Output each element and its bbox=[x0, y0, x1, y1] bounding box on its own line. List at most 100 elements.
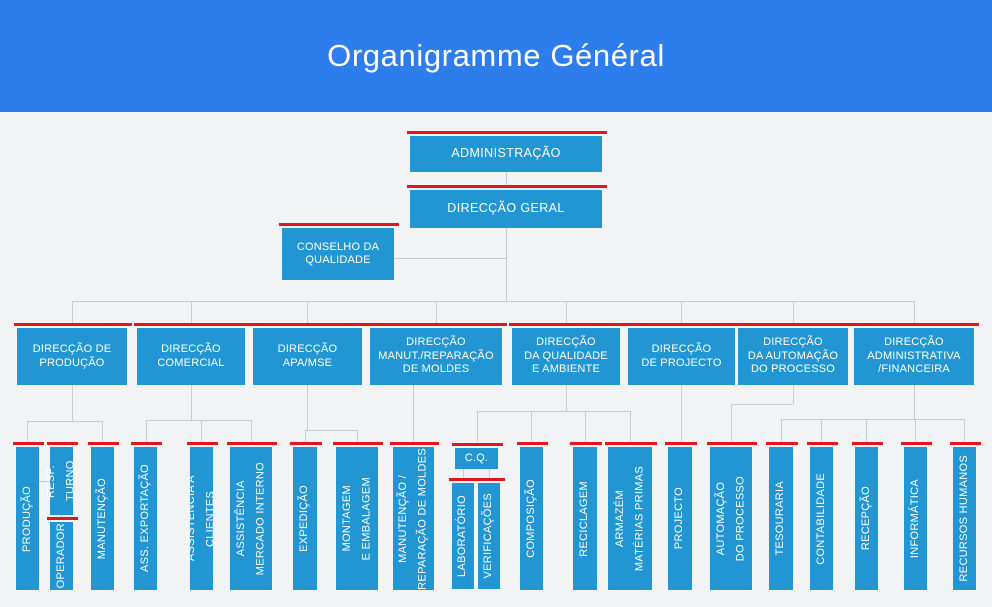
connector-geral-trunk bbox=[506, 228, 507, 301]
node-contabilidade: CONTABILIDADE bbox=[807, 442, 838, 590]
connector-g7-hline bbox=[731, 404, 793, 405]
node-manutencao-reparacao-label: MANUTENÇÃO / REPARAÇÃO DE MOLDES bbox=[397, 447, 429, 590]
connector-stub bbox=[531, 411, 532, 442]
connector-stub bbox=[251, 420, 252, 442]
connector-stub bbox=[914, 385, 915, 419]
connector-g3-hline bbox=[305, 430, 357, 431]
node-manutencao: MANUTENÇÃO bbox=[88, 442, 119, 590]
node-expedicao-label: EXPEDIÇÃO bbox=[298, 485, 311, 552]
connector-stub bbox=[793, 301, 794, 323]
connector-stub bbox=[681, 385, 682, 442]
node-dir-administrativa-financeira: DIRECÇÃO ADMINISTRATIVA /FINANCEIRA bbox=[851, 323, 979, 385]
node-resp-turno: RESP. TURNO bbox=[45, 442, 78, 515]
connector-stub bbox=[566, 385, 567, 411]
node-producao-label: PRODUÇÃO bbox=[20, 485, 33, 552]
node-assistencia-mercado-label: ASSISTÊNCIA MERCADO INTERNO bbox=[234, 461, 267, 576]
connector-stub bbox=[566, 301, 567, 323]
node-informatica-label: INFORMÁTICA bbox=[908, 478, 921, 559]
connector-stub bbox=[964, 419, 965, 442]
connector-stub bbox=[630, 411, 631, 442]
connector-stub bbox=[201, 420, 202, 442]
node-assistencia-mercado: ASSISTÊNCIA MERCADO INTERNO bbox=[227, 442, 277, 590]
node-reciclagem-label: RECICLAGEM bbox=[578, 480, 591, 557]
node-assistencia-clientes: ASSISTÊNCIA A CLIENTES bbox=[185, 442, 218, 590]
node-conselho-qualidade: CONSELHO DA QUALIDADE bbox=[279, 223, 399, 280]
node-composicao-label: COMPOSIÇÃO bbox=[524, 479, 537, 558]
node-tesouraria-label: TESOURARIA bbox=[774, 481, 787, 556]
connector-stub bbox=[307, 385, 308, 430]
connector-stub bbox=[489, 469, 490, 478]
node-dir-producao: DIRECÇÃO DE PRODUÇÃO bbox=[14, 323, 132, 385]
node-recepcao-label: RECEPÇÃO bbox=[859, 486, 872, 551]
node-dir-comercial: DIRECÇÃO COMERCIAL bbox=[134, 323, 250, 385]
connector-stub bbox=[305, 430, 306, 442]
node-composicao: COMPOSIÇÃO bbox=[517, 442, 548, 590]
node-projecto: PROJECTO bbox=[665, 442, 697, 590]
connector-stub bbox=[191, 301, 192, 323]
connector-stub bbox=[866, 419, 867, 442]
connector-stub bbox=[27, 421, 28, 442]
node-administracao: ADMINISTRAÇÃO bbox=[407, 131, 607, 172]
connector-admin-geral bbox=[506, 172, 507, 186]
node-ass-exportacao: ASS. EXPORTAÇÃO bbox=[131, 442, 162, 590]
connector-stub bbox=[72, 301, 73, 323]
node-tesouraria: TESOURARIA bbox=[766, 442, 798, 590]
node-expedicao: EXPEDIÇÃO bbox=[290, 442, 322, 590]
node-dir-manut-moldes: DIRECÇÃO MANUT./REPARAÇÃO DE MOLDES bbox=[367, 323, 507, 385]
node-dir-automacao: DIRECÇÃO DA AUTOMAÇÃO DO PROCESSO bbox=[735, 323, 853, 385]
node-producao: PRODUÇÃO bbox=[13, 442, 44, 590]
connector-stub bbox=[307, 301, 308, 323]
connector-stub bbox=[781, 419, 782, 442]
node-manutencao-reparacao: MANUTENÇÃO / REPARAÇÃO DE MOLDES bbox=[390, 442, 439, 590]
connector-stub bbox=[413, 385, 414, 442]
connector-stub bbox=[731, 404, 732, 442]
node-montagem-embalagem-label: MONTAGEM E EMBALAGEM bbox=[340, 476, 373, 561]
node-contabilidade-label: CONTABILIDADE bbox=[814, 472, 827, 565]
node-informatica: INFORMÁTICA bbox=[901, 442, 932, 590]
connector-g8-hline bbox=[781, 419, 964, 420]
connector-stub bbox=[463, 469, 464, 478]
node-recepcao: RECEPÇÃO bbox=[852, 442, 883, 590]
node-automacao-processo: AUTOMAÇÃO DO PROCESSO bbox=[707, 442, 757, 590]
node-ass-exportacao-label: ASS. EXPORTAÇÃO bbox=[138, 464, 151, 573]
node-assistencia-clientes-label: ASSISTÊNCIA A CLIENTES bbox=[185, 475, 217, 562]
connector-stub bbox=[357, 430, 358, 442]
node-verificacoes: VERIFICAÇÕES bbox=[475, 478, 505, 589]
node-resp-turno-label: RESP. TURNO bbox=[45, 460, 77, 502]
node-dir-projecto: DIRECÇÃO DE PROJECTO bbox=[625, 323, 740, 385]
page-header: Organigramme Général bbox=[0, 0, 992, 112]
node-cq: C.Q. bbox=[452, 443, 503, 469]
connector-stub bbox=[793, 385, 794, 404]
connector-stub bbox=[821, 419, 822, 442]
node-armazem-materias: ARMAZÉM MATÉRIAS PRIMAS bbox=[605, 442, 657, 590]
node-dir-apa-mse: DIRECÇÃO APA/MSE bbox=[250, 323, 367, 385]
connector-producao-respturno bbox=[39, 481, 50, 482]
node-verificacoes-label: VERIFICAÇÕES bbox=[482, 493, 495, 579]
connector-stub bbox=[146, 420, 147, 442]
node-direccao-geral: DIRECÇÃO GERAL bbox=[407, 185, 607, 228]
connector-stub bbox=[915, 419, 916, 442]
node-reciclagem: RECICLAGEM bbox=[570, 442, 602, 590]
node-recursos-humanos-label: RECURSOS HUMANOS bbox=[957, 455, 970, 582]
connector-stub bbox=[477, 411, 478, 442]
connector-stub bbox=[585, 411, 586, 442]
node-operador: OPERADOR bbox=[47, 517, 78, 590]
connector-conselho-link bbox=[394, 258, 506, 259]
connector-g1-hline bbox=[27, 421, 103, 422]
connector-stub bbox=[681, 301, 682, 323]
node-dir-qualidade-ambiente: DIRECÇÃO DA QUALIDADE E AMBIENTE bbox=[509, 323, 625, 385]
node-projecto-label: PROJECTO bbox=[673, 487, 686, 550]
page-title: Organigramme Général bbox=[327, 38, 665, 73]
connector-g5-hline bbox=[477, 411, 630, 412]
node-laboratorio-label: LABORATÓRIO bbox=[456, 495, 469, 577]
connector-g2-hline bbox=[146, 420, 251, 421]
connector-stub bbox=[191, 385, 192, 420]
node-armazem-materias-label: ARMAZÉM MATÉRIAS PRIMAS bbox=[613, 465, 646, 572]
connector-stub bbox=[72, 385, 73, 421]
node-operador-label: OPERADOR bbox=[54, 523, 67, 589]
node-montagem-embalagem: MONTAGEM E EMBALAGEM bbox=[333, 442, 383, 590]
node-recursos-humanos: RECURSOS HUMANOS bbox=[950, 442, 981, 590]
connector-stub bbox=[914, 301, 915, 323]
node-laboratorio: LABORATÓRIO bbox=[449, 478, 479, 589]
